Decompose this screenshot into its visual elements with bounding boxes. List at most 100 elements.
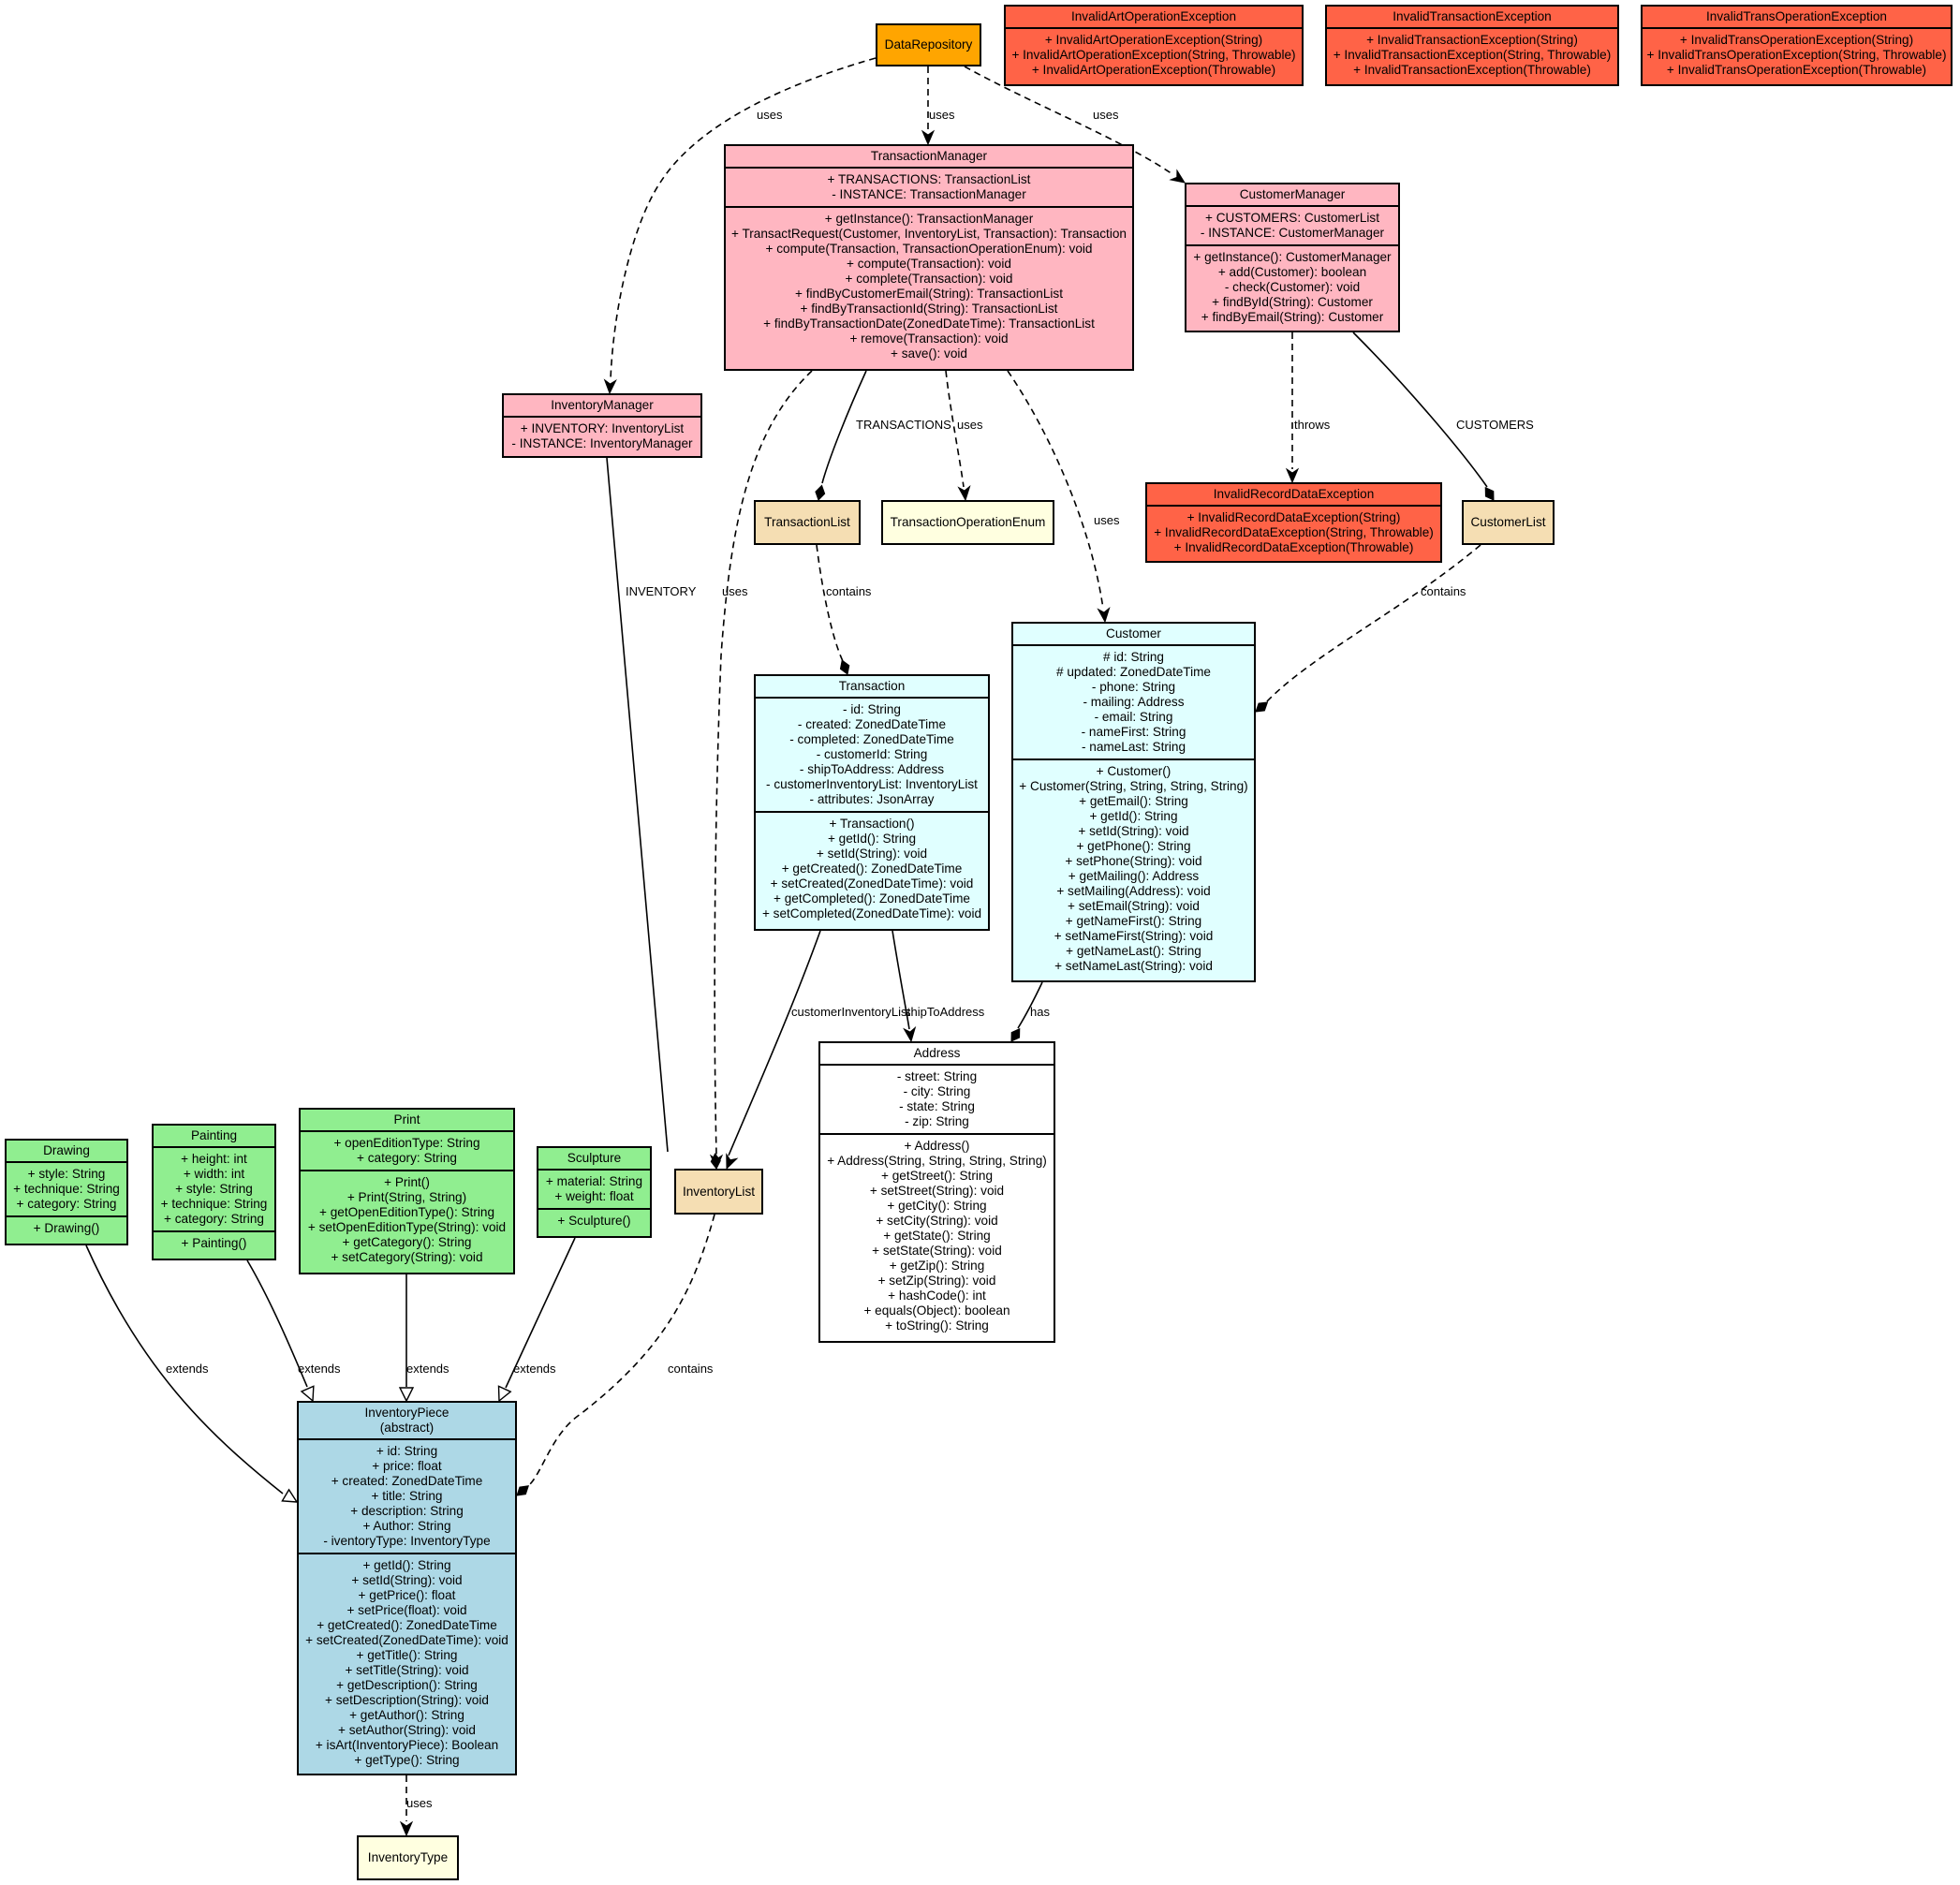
class-member: + setNameFirst(String): void: [1054, 929, 1214, 943]
arrow-head: [726, 1153, 739, 1171]
class-member: + toString(): String: [885, 1318, 989, 1333]
class-member: + InvalidTransOperationException(String): [1679, 33, 1914, 47]
class-member: - nameLast: String: [1081, 740, 1186, 754]
class-member: + hashCode(): int: [888, 1289, 986, 1303]
class-member: - city: String: [903, 1084, 971, 1098]
edge-inventory-list-to-inventory-piece: contains: [516, 1214, 715, 1496]
class-member: + CUSTOMERS: CustomerList: [1205, 211, 1379, 225]
edge-line: [606, 457, 669, 1153]
class-member: + getNameLast(): String: [1066, 944, 1201, 958]
edge-label: has: [1030, 1005, 1050, 1019]
class-member: + getType(): String: [354, 1753, 460, 1767]
arrow-head: [1285, 467, 1300, 484]
class-inventory-list: InventoryList: [674, 1169, 763, 1215]
class-member: + save(): void: [891, 346, 967, 361]
class-member: + style: String: [27, 1167, 106, 1181]
class-member: + getId(): String: [827, 832, 917, 846]
edge-line: [714, 370, 813, 1156]
class-member: + height: int: [181, 1152, 247, 1166]
class-member: - INSTANCE: CustomerManager: [1200, 226, 1385, 240]
class-member: + setState(String): void: [872, 1244, 1002, 1258]
class-title: Print: [301, 1110, 513, 1130]
edge-line: [728, 930, 821, 1156]
class-member: - email: String: [1094, 710, 1173, 724]
edge-label: uses: [929, 108, 955, 122]
attributes-section: # id: String# updated: ZonedDateTime- ph…: [1013, 644, 1254, 758]
class-member: + getEmail(): String: [1079, 794, 1188, 808]
class-title: InventoryManager: [504, 395, 700, 416]
class-member: + title: String: [371, 1489, 443, 1503]
class-member: + TransactRequest(Customer, InventoryLis…: [731, 227, 1127, 241]
class-member: + InvalidTransOperationException(Throwab…: [1666, 63, 1927, 77]
attributes-section: + id: String+ price: float+ created: Zon…: [299, 1438, 515, 1553]
class-member: + setAuthor(String): void: [338, 1723, 476, 1737]
class-member: + findById(String): Customer: [1212, 295, 1373, 309]
class-name: Transaction: [838, 679, 906, 693]
class-title: Transaction: [756, 676, 988, 697]
class-name: InvalidArtOperationException: [1070, 9, 1237, 23]
class-name: InvalidRecordDataException: [1213, 487, 1375, 501]
class-member: + setNameLast(String): void: [1054, 959, 1213, 973]
class-title: Drawing: [7, 1141, 126, 1161]
class-name: Painting: [190, 1128, 238, 1142]
class-title: InvalidTransOperationException: [1643, 7, 1951, 27]
class-member: + getCreated(): ZonedDateTime: [781, 862, 963, 876]
class-member: - attributes: JsonArray: [809, 792, 935, 806]
class-drawing: Drawing+ style: String+ technique: Strin…: [5, 1139, 128, 1245]
edge-label: TRANSACTIONS: [856, 418, 951, 432]
edge-print-to-inventory-piece: extends: [398, 1274, 449, 1403]
class-member: - created: ZonedDateTime: [797, 717, 947, 731]
class-name: InvalidTransOperationException: [1706, 9, 1887, 23]
class-member: + weight: float: [554, 1189, 634, 1203]
class-member: + setPhone(String): void: [1065, 854, 1202, 868]
class-member: + setId(String): void: [816, 847, 928, 861]
composition-diamond: [1255, 701, 1269, 713]
class-member: + getPhone(): String: [1076, 839, 1191, 853]
inheritance-triangle: [398, 1387, 415, 1403]
class-member: # updated: ZonedDateTime: [1056, 665, 1211, 679]
attributes-section: + TRANSACTIONS: TransactionList- INSTANC…: [726, 167, 1132, 206]
inheritance-triangle: [300, 1385, 315, 1403]
class-member: + InvalidArtOperationException(String, T…: [1011, 48, 1296, 62]
edge-line: [816, 544, 844, 662]
edge-data-repository-to-customer-manager: uses: [964, 66, 1186, 184]
members-section: + getId(): String+ setId(String): void+ …: [299, 1553, 515, 1774]
class-member: + Customer(String, String, String, Strin…: [1019, 779, 1248, 793]
arrow-head: [603, 378, 617, 395]
class-member: + InvalidRecordDataException(Throwable): [1173, 540, 1414, 554]
class-name: InventoryType: [367, 1850, 449, 1864]
arrow-head: [1169, 169, 1186, 184]
edge-line: [505, 1237, 576, 1389]
class-member: + getOpenEditionType(): String: [318, 1205, 495, 1219]
class-name: CustomerList: [1470, 515, 1546, 529]
class-member: + remove(Transaction): void: [849, 331, 1009, 346]
class-name: InventoryPiece: [364, 1406, 449, 1420]
class-name: DataRepository: [884, 37, 973, 52]
class-member: + setCompleted(ZonedDateTime): void: [761, 906, 982, 920]
class-member: - iventoryType: InventoryType: [323, 1534, 491, 1548]
composition-diamond: [815, 484, 826, 501]
edge-inventory-manager-to-inventory-list: INVENTORY: [606, 457, 721, 1170]
edge-label: extends: [298, 1362, 341, 1376]
members-section: + Customer()+ Customer(String, String, S…: [1013, 758, 1254, 980]
class-member: - shipToAddress: Address: [799, 762, 945, 776]
class-member: + getCompleted(): ZonedDateTime: [774, 891, 970, 906]
members-section: + Transaction()+ getId(): String+ setId(…: [756, 811, 988, 929]
edge-label: extends: [166, 1362, 209, 1376]
class-member: + findByTransactionDate(ZonedDateTime): …: [763, 317, 1095, 331]
edge-label: contains: [668, 1362, 714, 1376]
edge-drawing-to-inventory-piece: extends: [85, 1244, 299, 1503]
class-title: Customer: [1013, 624, 1254, 644]
class-member: + InvalidTransactionException(String): [1366, 33, 1578, 47]
class-transaction-operation-enum: TransactionOperationEnum: [881, 500, 1054, 545]
class-member: + isArt(InventoryPiece): Boolean: [315, 1738, 499, 1752]
edge-line: [945, 370, 965, 488]
class-inventory-manager: InventoryManager+ INVENTORY: InventoryLi…: [502, 393, 702, 458]
class-member: + Address(): [904, 1139, 970, 1153]
class-member: - customerId: String: [816, 747, 928, 761]
class-title: Painting: [154, 1126, 274, 1146]
class-member: + compute(Transaction, TransactionOperat…: [765, 242, 1093, 256]
class-member: - INSTANCE: TransactionManager: [832, 187, 1026, 201]
class-member: + setDescription(String): void: [325, 1693, 489, 1707]
class-invalid-transaction-exception: InvalidTransactionException+ InvalidTran…: [1325, 5, 1619, 86]
